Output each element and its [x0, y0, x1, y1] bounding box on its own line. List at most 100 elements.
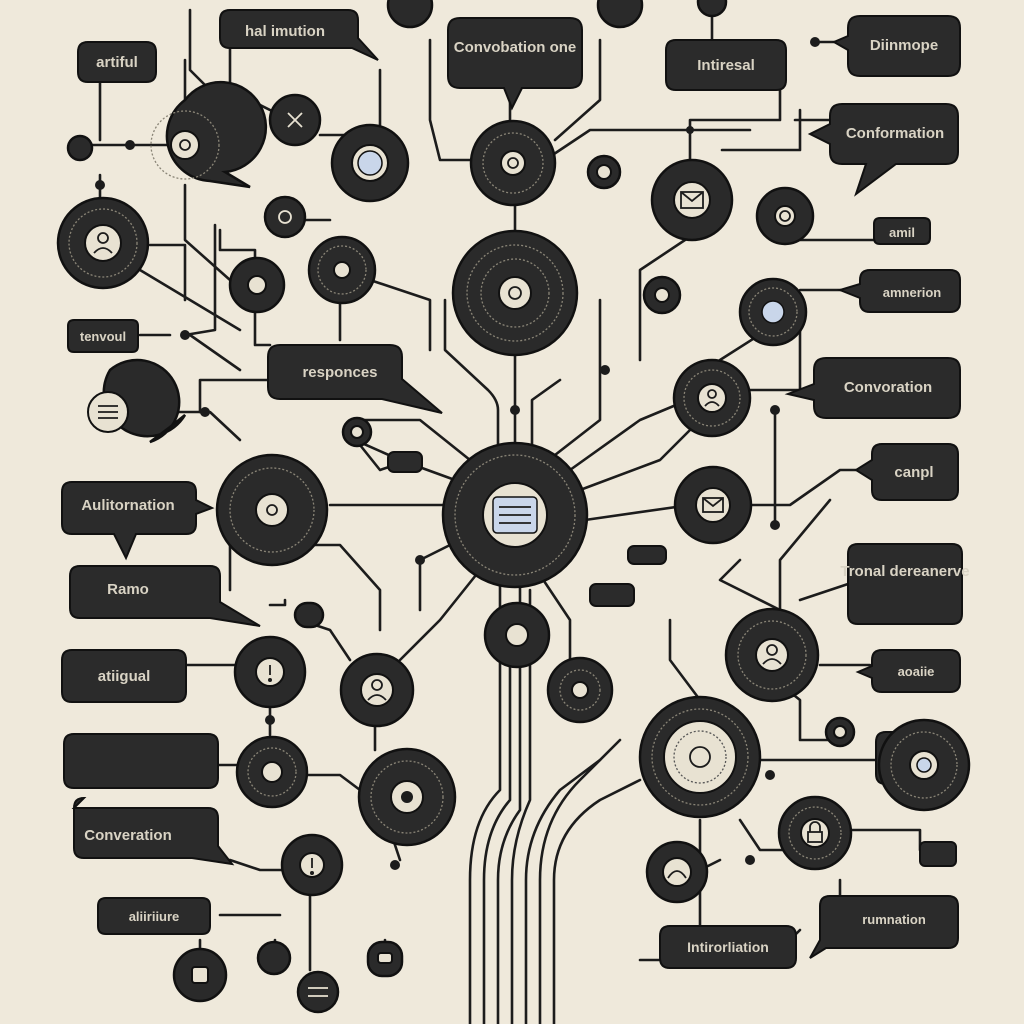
node-bottom-small-b[interactable] — [256, 940, 292, 976]
node-left-large[interactable] — [215, 453, 329, 567]
label-rumnation: rumnation — [862, 912, 926, 927]
upper-center-node[interactable] — [451, 229, 579, 357]
gear-icon — [278, 210, 292, 224]
bubble-hal-imution: hal imution — [219, 9, 379, 61]
node-target-left[interactable] — [235, 735, 309, 809]
envelope-icon — [680, 191, 704, 209]
label-intiresal: Intiresal — [697, 57, 755, 74]
node-right-top-b[interactable] — [755, 186, 815, 246]
label-tenvoul: tenvoul — [80, 329, 126, 344]
center-node[interactable] — [441, 441, 589, 589]
bubble-artiful: artiful — [77, 41, 157, 83]
bubble-rumnation: rumnation — [809, 895, 959, 959]
small-icon-node-right[interactable] — [824, 716, 856, 748]
top-node-b[interactable] — [596, 0, 644, 29]
small-node-mid-left[interactable] — [341, 416, 373, 448]
speech-bubble-icon — [179, 139, 191, 151]
label-amil: amil — [889, 225, 915, 240]
label-convobation-one: Convobation one — [454, 39, 577, 56]
chat-node-left[interactable] — [87, 358, 187, 444]
person-icon — [93, 232, 113, 254]
label-hal-imution: hal imution — [245, 23, 325, 40]
bubble-ramo: Ramo — [69, 565, 261, 627]
small-node-top-left[interactable] — [66, 134, 94, 162]
label-intiroriiation: Intirorliation — [687, 939, 769, 955]
node-left-mid-a[interactable] — [228, 256, 286, 314]
node-small-right-mid[interactable] — [642, 275, 682, 315]
node-eye-left[interactable] — [357, 747, 457, 847]
bubble-convobation-one: Convobation one — [447, 17, 583, 111]
menu-lines-icon — [98, 405, 118, 419]
bubble-amil: amil — [873, 217, 931, 245]
label-aliiriiure: aliiriiure — [129, 909, 180, 924]
bubble-aoaiie: aoaiie — [855, 649, 961, 693]
node-bottom-small-c[interactable] — [296, 970, 340, 1014]
mail-node-top-right[interactable] — [650, 158, 734, 242]
bubble-aulitornation: Aulitornation — [61, 481, 215, 561]
bubble-tronal-dereanerve: Tronal dereanerve — [840, 543, 970, 625]
node-blue-top-left[interactable] — [330, 123, 410, 203]
node-center-lower-b[interactable] — [546, 656, 614, 724]
node-center-lower-a[interactable] — [483, 601, 551, 669]
node-small-right-top[interactable] — [586, 154, 622, 190]
gear-icon — [689, 746, 711, 768]
top-node-c[interactable] — [696, 0, 728, 18]
document-lines-icon — [499, 506, 531, 524]
label-aulitornation: Aulitornation — [81, 497, 174, 514]
bubble-atiigual: atiigual — [61, 649, 187, 703]
label-converation: Converation — [84, 827, 172, 844]
chat-node-top-left[interactable] — [150, 81, 268, 189]
label-amnerion: amnerion — [883, 285, 942, 300]
junction-dots — [95, 37, 839, 870]
person-icon — [762, 644, 782, 665]
top-center-node[interactable] — [469, 119, 557, 207]
small-node-gear[interactable] — [263, 195, 307, 239]
label-canpl: canpl — [894, 464, 933, 481]
padlock-icon — [807, 821, 823, 843]
node-alert-bottom-left[interactable] — [280, 833, 344, 897]
lock-node[interactable] — [777, 795, 853, 871]
label-tronal-dereanerve: Tronal dereanerve — [840, 563, 969, 580]
x-icon — [287, 112, 303, 128]
envelope-icon — [702, 497, 724, 513]
bubble-intiresal: Intiresal — [665, 39, 787, 91]
label-diinmope: Diinmope — [870, 37, 938, 54]
bubble-diinmope: Diinmope — [831, 15, 961, 77]
small-pill-node[interactable] — [293, 601, 325, 629]
node-alert-left[interactable] — [233, 635, 307, 709]
label-aoaiie: aoaiie — [898, 664, 935, 679]
user-node-right-lower[interactable] — [724, 607, 820, 703]
top-node-a[interactable] — [386, 0, 434, 29]
label-atiigual: atiigual — [98, 668, 151, 685]
label-conformation: Conformation — [846, 125, 944, 142]
bubble-tenvoul: tenvoul — [67, 319, 139, 353]
label-convoration-right: Convoration — [844, 379, 932, 396]
gear-node-large[interactable] — [638, 695, 762, 819]
node-bottom-pill[interactable] — [366, 940, 404, 978]
bubble-blank-left — [63, 733, 219, 789]
node-left-mid-b[interactable] — [307, 235, 377, 305]
network-nodes — [56, 0, 971, 1014]
person-icon — [704, 389, 720, 407]
node-blue-right[interactable] — [738, 277, 808, 347]
user-node-right[interactable] — [672, 358, 752, 438]
label-artiful: artiful — [96, 54, 138, 71]
node-bottom-small-a[interactable] — [172, 947, 228, 1003]
bubble-aliiriiure: aliiriiure — [97, 897, 211, 935]
close-node[interactable] — [268, 93, 322, 147]
label-ramo: Ramo — [107, 581, 149, 598]
label-responces: responces — [302, 364, 377, 381]
node-bottom-right-small[interactable] — [645, 840, 709, 904]
bubble-convoration-right: Convoration — [784, 357, 961, 419]
node-right-bottom-large[interactable] — [877, 718, 971, 812]
exclamation-icon — [268, 665, 272, 682]
bubble-intiroriiation: Intirorliation — [659, 925, 797, 969]
user-node-left[interactable] — [56, 196, 150, 290]
exclamation-icon — [310, 858, 314, 875]
target-icon — [508, 286, 522, 300]
mail-node-right[interactable] — [673, 465, 753, 545]
node-user-left[interactable] — [339, 652, 415, 728]
bubble-amnerion: amnerion — [836, 269, 961, 313]
bubble-responces: responces — [267, 344, 443, 414]
